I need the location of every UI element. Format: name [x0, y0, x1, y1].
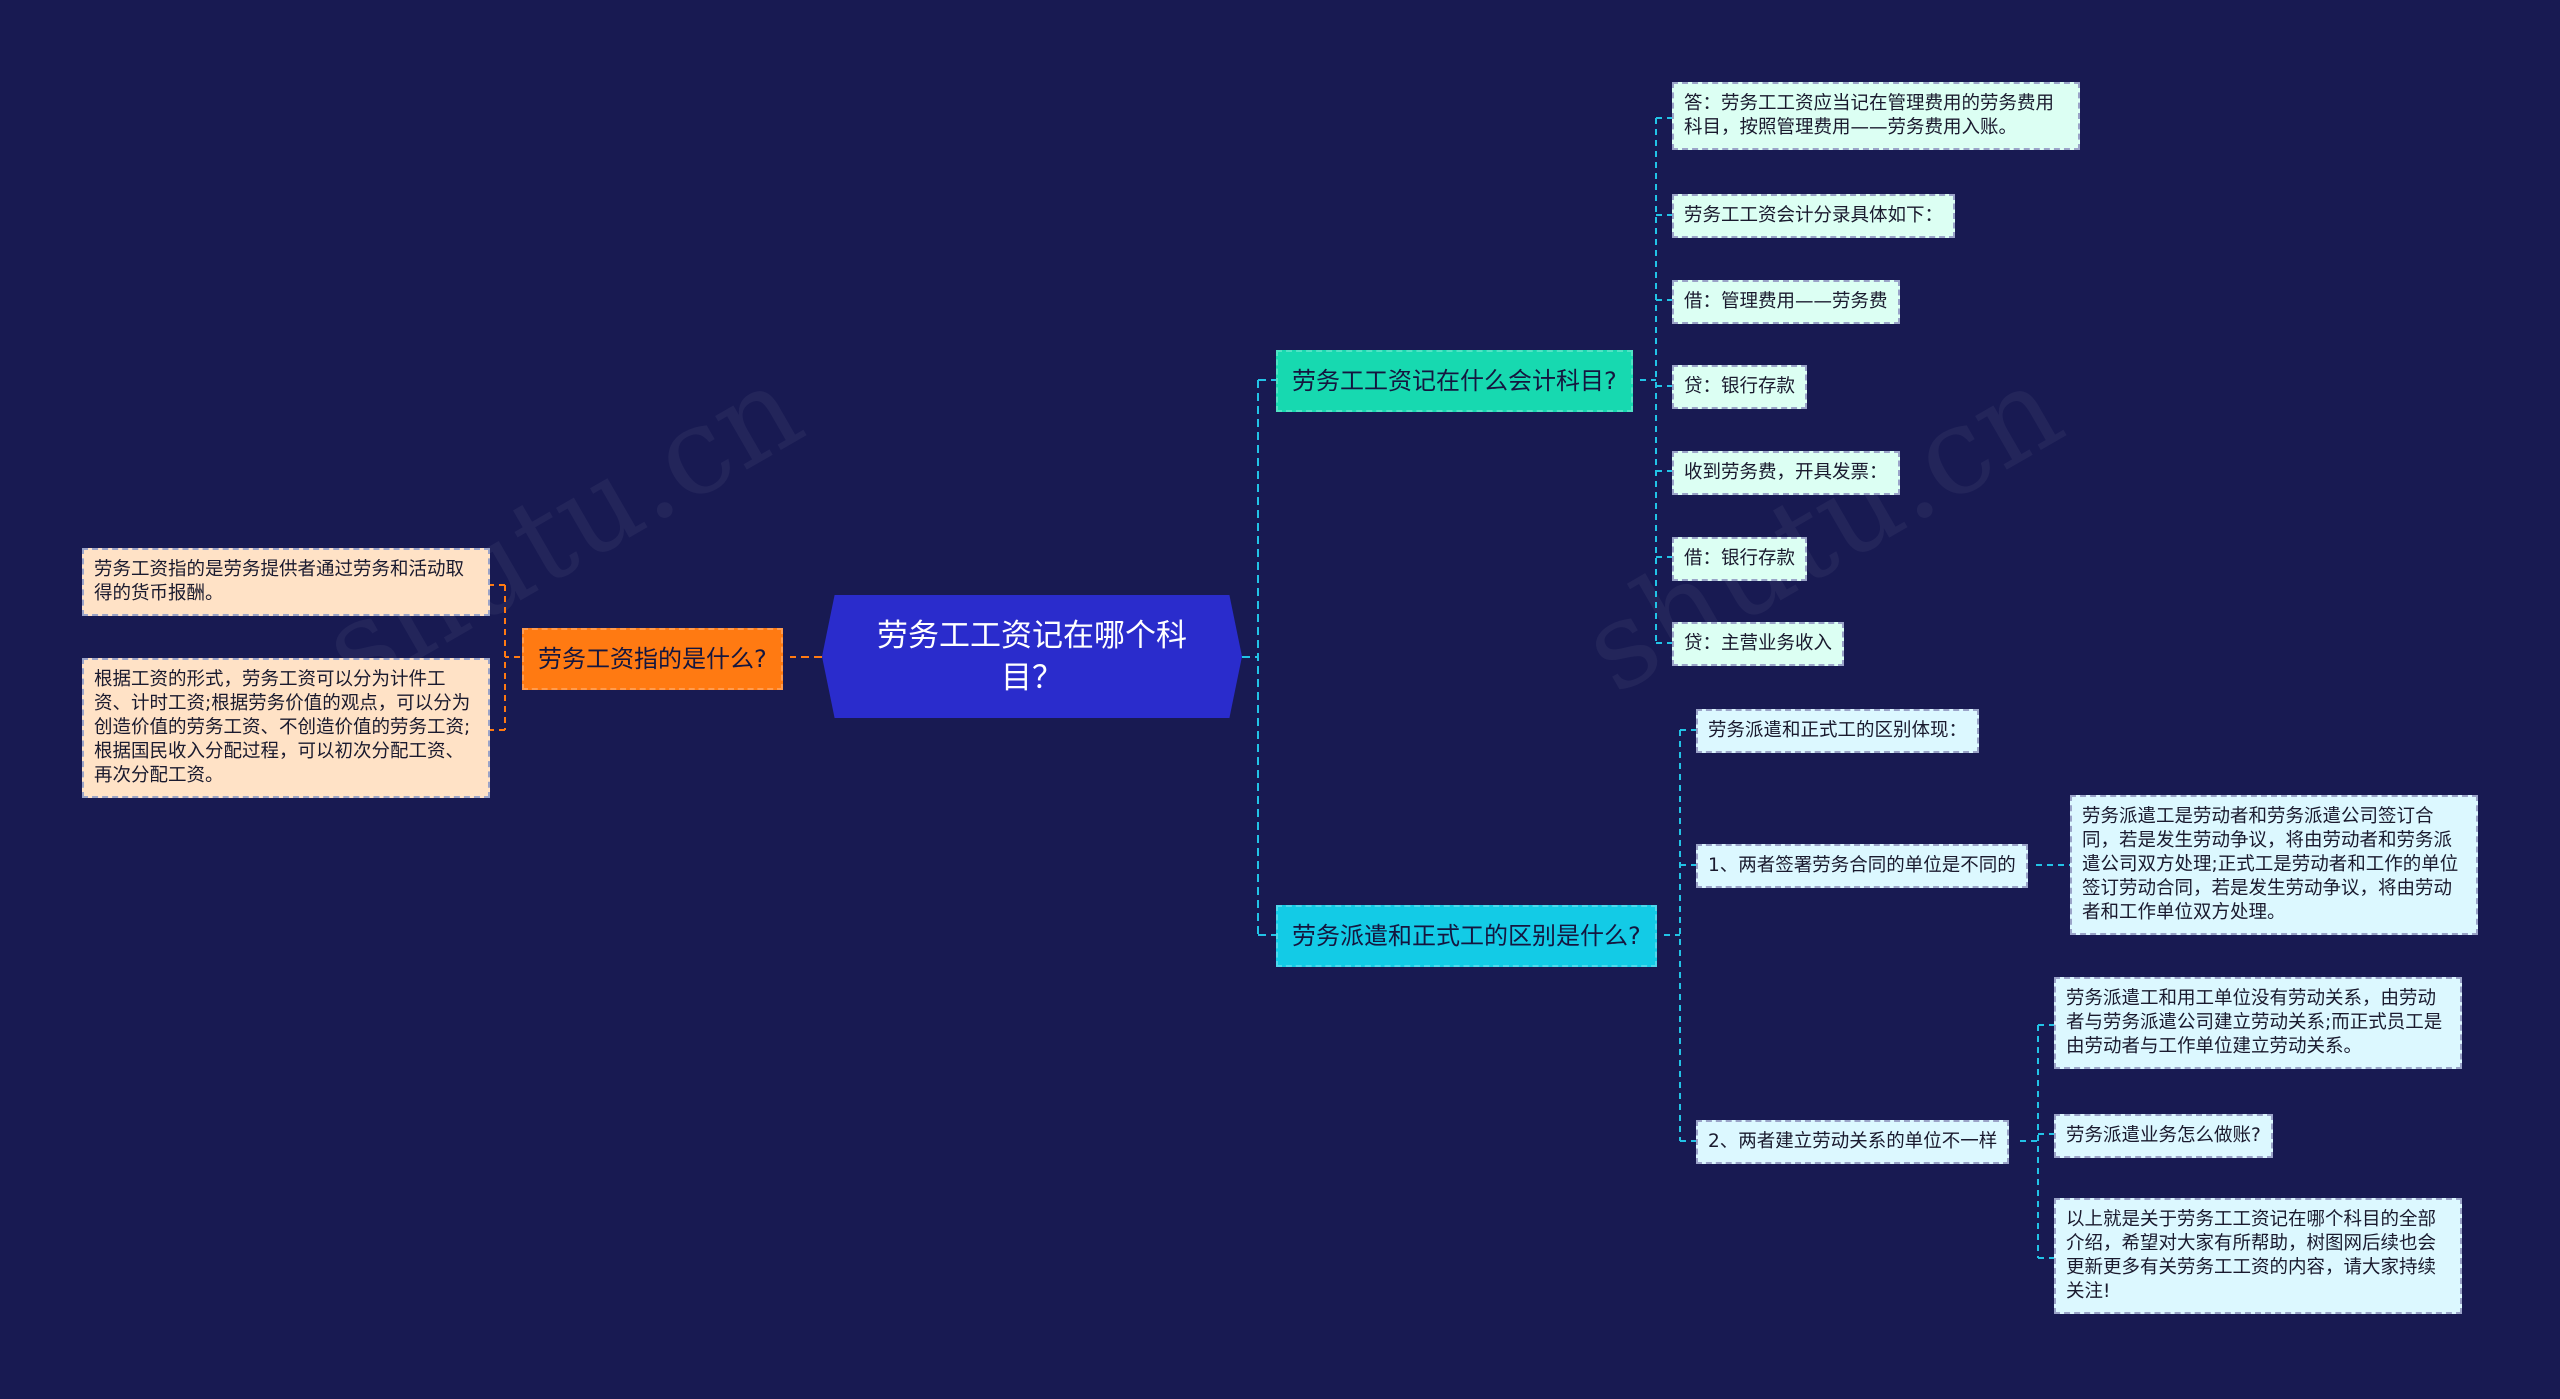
leaf-credit-main-revenue[interactable]: 贷：主营业务收入: [1672, 622, 1845, 666]
connector-branch1-leaves: [1640, 117, 1672, 644]
leaf-point1-contract-party[interactable]: 1、两者签署劳务合同的单位是不同的: [1696, 844, 2028, 888]
leaf-point2-detail[interactable]: 劳务派遣工和用工单位没有劳动关系，由劳动者与劳务派遣公司建立劳动关系;而正式员工…: [2054, 977, 2462, 1069]
leaf-receive-fee-invoice[interactable]: 收到劳务费，开具发票：: [1672, 451, 1900, 495]
connector-center-right: [1242, 379, 1276, 936]
connector-branch2-children: [1664, 729, 1696, 1142]
branch-what-is-labor-wage[interactable]: 劳务工资指的是什么?: [522, 628, 783, 690]
center-topic[interactable]: 劳务工工资记在哪个科目？: [822, 595, 1242, 718]
leaf-difference-intro[interactable]: 劳务派遣和正式工的区别体现：: [1696, 709, 1980, 753]
branch-dispatch-vs-regular[interactable]: 劳务派遣和正式工的区别是什么?: [1276, 905, 1657, 967]
leaf-credit-bank-deposit[interactable]: 贷：银行存款: [1672, 365, 1808, 409]
leaf-dispatch-bookkeeping[interactable]: 劳务派遣业务怎么做账?: [2054, 1114, 2273, 1158]
connector-point2-details: [2020, 1024, 2054, 1259]
leaf-debit-admin-expense[interactable]: 借：管理费用——劳务费: [1672, 280, 1900, 324]
leaf-journal-entry-intro[interactable]: 劳务工工资会计分录具体如下：: [1672, 194, 1956, 238]
leaf-answer[interactable]: 答：劳务工工资应当记在管理费用的劳务费用科目，按照管理费用——劳务费用入账。: [1672, 82, 2080, 150]
leaf-debit-bank-deposit[interactable]: 借：银行存款: [1672, 537, 1808, 581]
branch-accounting-subject[interactable]: 劳务工工资记在什么会计科目?: [1276, 350, 1633, 412]
connector-left-leaves: [490, 584, 520, 731]
leaf-wage-classification[interactable]: 根据工资的形式，劳务工资可以分为计件工资、计时工资;根据劳务价值的观点，可以分为…: [82, 658, 490, 798]
leaf-point2-labor-relation[interactable]: 2、两者建立劳动关系的单位不一样: [1696, 1120, 2010, 1164]
leaf-wage-definition[interactable]: 劳务工资指的是劳务提供者通过劳务和活动取得的货币报酬。: [82, 548, 490, 616]
leaf-point1-detail[interactable]: 劳务派遣工是劳动者和劳务派遣公司签订合同，若是发生劳动争议，将由劳动者和劳务派遣…: [2070, 795, 2478, 935]
leaf-closing-note[interactable]: 以上就是关于劳务工工资记在哪个科目的全部介绍，希望对大家有所帮助，树图网后续也会…: [2054, 1198, 2462, 1314]
